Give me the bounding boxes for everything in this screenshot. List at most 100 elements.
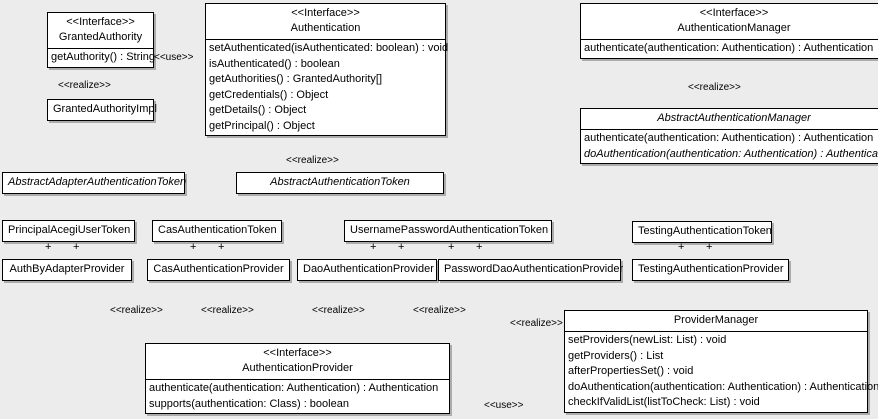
class-name: CasAuthenticationToken: [158, 224, 277, 236]
class-member: getDetails() : Object: [209, 104, 307, 116]
class-member: getCredentials() : Object: [209, 88, 329, 101]
class-members: authenticate(authentication: Authenticat…: [581, 39, 878, 58]
class-name: AuthenticationProvider: [242, 362, 353, 374]
class-testing-authentication-provider[interactable]: TestingAuthenticationProvider: [632, 259, 789, 281]
class-authentication-manager[interactable]: <<Interface>> AuthenticationManager auth…: [580, 3, 878, 59]
class-auth-by-adapter-provider[interactable]: AuthByAdapterProvider: [2, 259, 132, 281]
association-marker-plus: +: [45, 241, 52, 253]
class-header: DaoAuthenticationProvider: [298, 260, 436, 280]
stereotype-label: <<Interface>>: [291, 7, 360, 19]
class-members: getAuthority() : String: [48, 48, 155, 67]
class-testing-authentication-token[interactable]: TestingAuthenticationToken: [632, 221, 772, 243]
class-name: DaoAuthenticationProvider: [303, 263, 434, 275]
class-member: doAuthentication(authentication: Authent…: [584, 147, 878, 160]
edge-label-realize-abstractauthenticationtoken: <<realize>>: [286, 155, 339, 166]
class-header: AuthByAdapterProvider: [3, 260, 131, 280]
class-member: getProviders() : List: [568, 349, 664, 362]
class-dao-authentication-provider[interactable]: DaoAuthenticationProvider: [297, 259, 437, 281]
class-name: Authentication: [290, 22, 361, 34]
class-name: CasAuthenticationProvider: [153, 263, 284, 275]
class-member: authenticate(authentication: Authenticat…: [584, 42, 874, 54]
class-header: <<Interface>> AuthenticationManager: [581, 4, 878, 39]
class-name: AuthenticationManager: [677, 22, 791, 34]
class-member: authenticate(authentication: Authenticat…: [584, 132, 874, 144]
class-members: authenticate(authentication: Authenticat…: [581, 129, 878, 163]
class-provider-manager[interactable]: ProviderManager setProviders(newList: Li…: [564, 310, 878, 413]
association-marker-plus: +: [398, 241, 405, 253]
class-header: CasAuthenticationProvider: [148, 260, 289, 280]
class-name: AbstractAuthenticationManager: [657, 112, 811, 124]
class-header: PasswordDaoAuthenticationProvider: [439, 260, 624, 280]
association-marker-plus: +: [73, 241, 80, 253]
class-header: CasAuthenticationToken: [153, 221, 281, 241]
class-member: supports(authentication: Class) : boolea…: [149, 397, 349, 410]
edge-label-realize-daoauthenticationprovider: <<realize>>: [312, 305, 365, 316]
class-header: AbstractAdapterAuthenticationToken: [3, 173, 187, 193]
class-member: setProviders(newList: List) : void: [568, 334, 727, 346]
class-member: setAuthenticated(isAuthenticated: boolea…: [209, 42, 449, 54]
class-header: AbstractAuthenticationToken: [237, 173, 443, 193]
edge-label-realize-casauthenticationprovider: <<realize>>: [201, 305, 254, 316]
class-header: ProviderManager: [565, 311, 867, 331]
class-granted-authority[interactable]: <<Interface>> GrantedAuthority getAuthor…: [47, 12, 155, 68]
class-cas-authentication-provider[interactable]: CasAuthenticationProvider: [147, 259, 290, 281]
class-header: <<Interface>> Authentication: [206, 4, 445, 39]
class-header: UsernamePasswordAuthenticationToken: [345, 221, 551, 241]
association-marker-plus: +: [190, 241, 197, 253]
class-members: authenticate(authentication: Authenticat…: [146, 379, 449, 413]
class-member: getPrincipal() : Object: [209, 119, 315, 132]
edge-label-use-providermanager-authenticationprovider: <<use>>: [484, 400, 524, 411]
class-header: TestingAuthenticationProvider: [633, 260, 788, 280]
class-cas-authentication-token[interactable]: CasAuthenticationToken: [152, 220, 282, 242]
class-name: TestingAuthenticationProvider: [638, 263, 784, 275]
association-marker-plus: +: [448, 241, 455, 253]
class-name: UsernamePasswordAuthenticationToken: [350, 224, 549, 236]
class-authentication-provider[interactable]: <<Interface>> AuthenticationProvider aut…: [145, 343, 450, 414]
edge-label-realize-testingauthenticationprovider: <<realize>>: [510, 318, 563, 329]
class-abstract-authentication-token[interactable]: AbstractAuthenticationToken: [236, 172, 444, 194]
association-marker-plus: +: [370, 241, 377, 253]
edge-label-use-authentication-grantedauthority: <<use>>: [154, 52, 194, 63]
edge-label-realize-abstractauthenticationmanager: <<realize>>: [688, 82, 741, 93]
class-member: getAuthority() : String: [51, 51, 155, 63]
stereotype-label: <<Interface>>: [66, 16, 135, 28]
class-granted-authority-impl[interactable]: GrantedAuthorityImpl: [47, 99, 157, 121]
class-member: isAuthenticated() : boolean: [209, 57, 340, 70]
class-name: AuthByAdapterProvider: [9, 263, 125, 275]
class-abstract-adapter-authentication-token[interactable]: AbstractAdapterAuthenticationToken: [2, 172, 187, 194]
edge-label-realize-passworddaoauthenticationprovider: <<realize>>: [413, 305, 466, 316]
stereotype-label: <<Interface>>: [263, 347, 332, 359]
class-name: GrantedAuthority: [58, 31, 143, 43]
class-member: getAuthorities() : GrantedAuthority[]: [209, 73, 383, 85]
class-name: ProviderManager: [673, 314, 759, 326]
class-members: setProviders(newList: List) : void getPr…: [565, 331, 878, 412]
association-marker-plus: +: [678, 241, 685, 253]
class-member: authenticate(authentication: Authenticat…: [149, 382, 439, 394]
edge-label-realize-grantedauthorityimpl: <<realize>>: [58, 80, 111, 91]
stereotype-label: <<Interface>>: [699, 7, 769, 19]
class-header: PrincipalAcegiUserToken: [3, 221, 134, 241]
class-member: afterPropertiesSet() : void: [568, 365, 694, 377]
class-header: <<Interface>> AuthenticationProvider: [146, 344, 449, 379]
association-marker-plus: +: [218, 241, 225, 253]
association-marker-plus: +: [476, 241, 483, 253]
edge-label-realize-authbyadapterprovider: <<realize>>: [110, 305, 163, 316]
class-header: <<Interface>> GrantedAuthority: [48, 13, 153, 48]
class-principal-acegi-user-token[interactable]: PrincipalAcegiUserToken: [2, 220, 135, 242]
class-header: TestingAuthenticationToken: [633, 222, 772, 242]
class-authentication[interactable]: <<Interface>> Authentication setAuthenti…: [205, 3, 449, 136]
class-name: AbstractAdapterAuthenticationToken: [8, 176, 187, 188]
class-members: setAuthenticated(isAuthenticated: boolea…: [206, 39, 449, 135]
class-username-password-authentication-token[interactable]: UsernamePasswordAuthenticationToken: [344, 220, 552, 242]
class-abstract-authentication-manager[interactable]: AbstractAuthenticationManager authentica…: [580, 108, 878, 164]
class-name: TestingAuthenticationToken: [638, 225, 772, 237]
class-member: checkIfValidList(listToCheck: List) : vo…: [568, 396, 760, 408]
class-name: PasswordDaoAuthenticationProvider: [444, 263, 624, 275]
class-name: AbstractAuthenticationToken: [270, 176, 410, 188]
association-marker-plus: +: [706, 241, 713, 253]
class-password-dao-authentication-provider[interactable]: PasswordDaoAuthenticationProvider: [438, 259, 624, 281]
class-header: AbstractAuthenticationManager: [581, 109, 878, 129]
class-member: doAuthentication(authentication: Authent…: [568, 380, 878, 393]
class-name: PrincipalAcegiUserToken: [8, 224, 131, 236]
